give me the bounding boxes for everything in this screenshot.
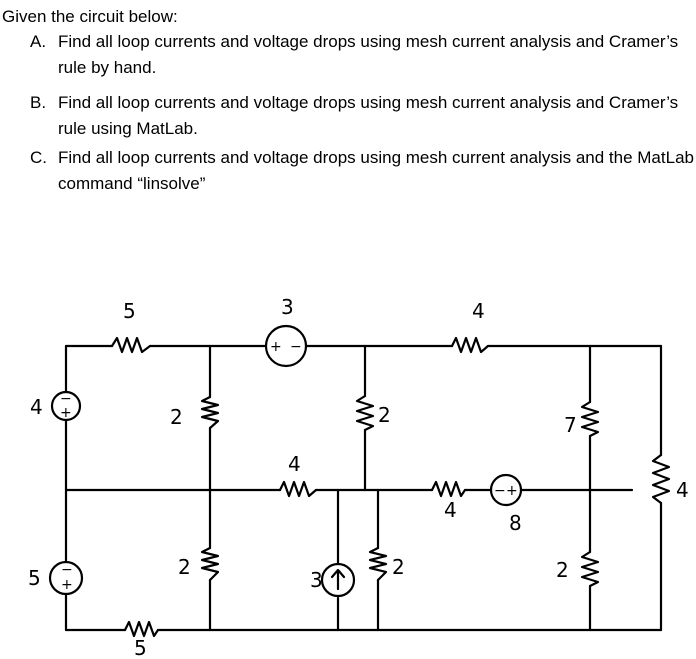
- label-r-right-7: 7: [564, 413, 577, 437]
- resistor-bottom-2b: [368, 546, 388, 582]
- label-r-mid-2a: 2: [170, 405, 183, 429]
- voltage-source-left-top: − +: [50, 390, 82, 422]
- label-r-mid-2b: 2: [378, 403, 391, 427]
- minus-sign: −: [60, 391, 72, 407]
- label-r-bottom-right: 2: [556, 558, 569, 582]
- resistor-mid-2a: [200, 395, 220, 430]
- label-r-top-left: 5: [123, 299, 136, 323]
- resistor-far-right: [651, 453, 671, 505]
- task-text: Find all loop currents and voltage drops…: [58, 148, 694, 193]
- label-v-mid-right: 8: [509, 511, 522, 535]
- resistor-mid-right-4: [430, 480, 467, 498]
- label-r-mid-right-4: 4: [444, 498, 457, 522]
- resistor-top-right: [450, 336, 490, 354]
- resistor-bottom-left: [123, 620, 160, 638]
- resistor-bottom-right: [580, 550, 600, 588]
- plus-sign: +: [270, 339, 282, 355]
- resistor-right-7: [580, 400, 600, 438]
- resistor-bottom-2a: [200, 546, 220, 582]
- label-r-mid-4: 4: [288, 452, 301, 476]
- resistor-mid-4: [278, 480, 318, 498]
- resistor-mid-2b: [355, 394, 375, 432]
- task-letter: C.: [30, 148, 47, 167]
- label-r-bottom-left: 5: [134, 636, 147, 659]
- task-letter: B.: [30, 93, 47, 112]
- task-text: Find all loop currents and voltage drops…: [58, 93, 679, 138]
- label-r-top-right: 4: [472, 299, 485, 323]
- minus-sign: −: [290, 339, 302, 355]
- component-labels: 5 3 4 4 2 2 4 7 4 4 8 5 2 3 2 2 5: [28, 295, 689, 659]
- plus-sign: +: [506, 483, 518, 499]
- label-v-left-bottom: 5: [28, 566, 41, 590]
- problem-intro: Given the circuit below:: [2, 7, 178, 26]
- plus-sign: +: [60, 405, 72, 421]
- label-r-bottom-2b: 2: [392, 555, 405, 579]
- task-text: Find all loop currents and voltage drops…: [58, 32, 679, 77]
- current-source: [320, 562, 356, 598]
- task-letter: A.: [30, 32, 47, 51]
- wires: [64, 344, 663, 632]
- label-i-source: 3: [310, 568, 323, 592]
- label-r-far-right: 4: [676, 478, 689, 502]
- arrow-up-icon: [330, 568, 346, 591]
- label-r-bottom-2a: 2: [178, 555, 191, 579]
- plus-sign: +: [61, 577, 73, 593]
- voltage-source-top: + −: [264, 324, 308, 368]
- minus-sign: −: [61, 562, 73, 578]
- voltage-source-left-bottom: − +: [48, 560, 84, 596]
- voltage-source-mid-right: − +: [489, 473, 523, 507]
- label-v-top-mid: 3: [281, 295, 294, 319]
- minus-sign: −: [494, 483, 506, 499]
- label-v-left-top: 4: [30, 395, 43, 419]
- resistor-top-left: [110, 336, 152, 354]
